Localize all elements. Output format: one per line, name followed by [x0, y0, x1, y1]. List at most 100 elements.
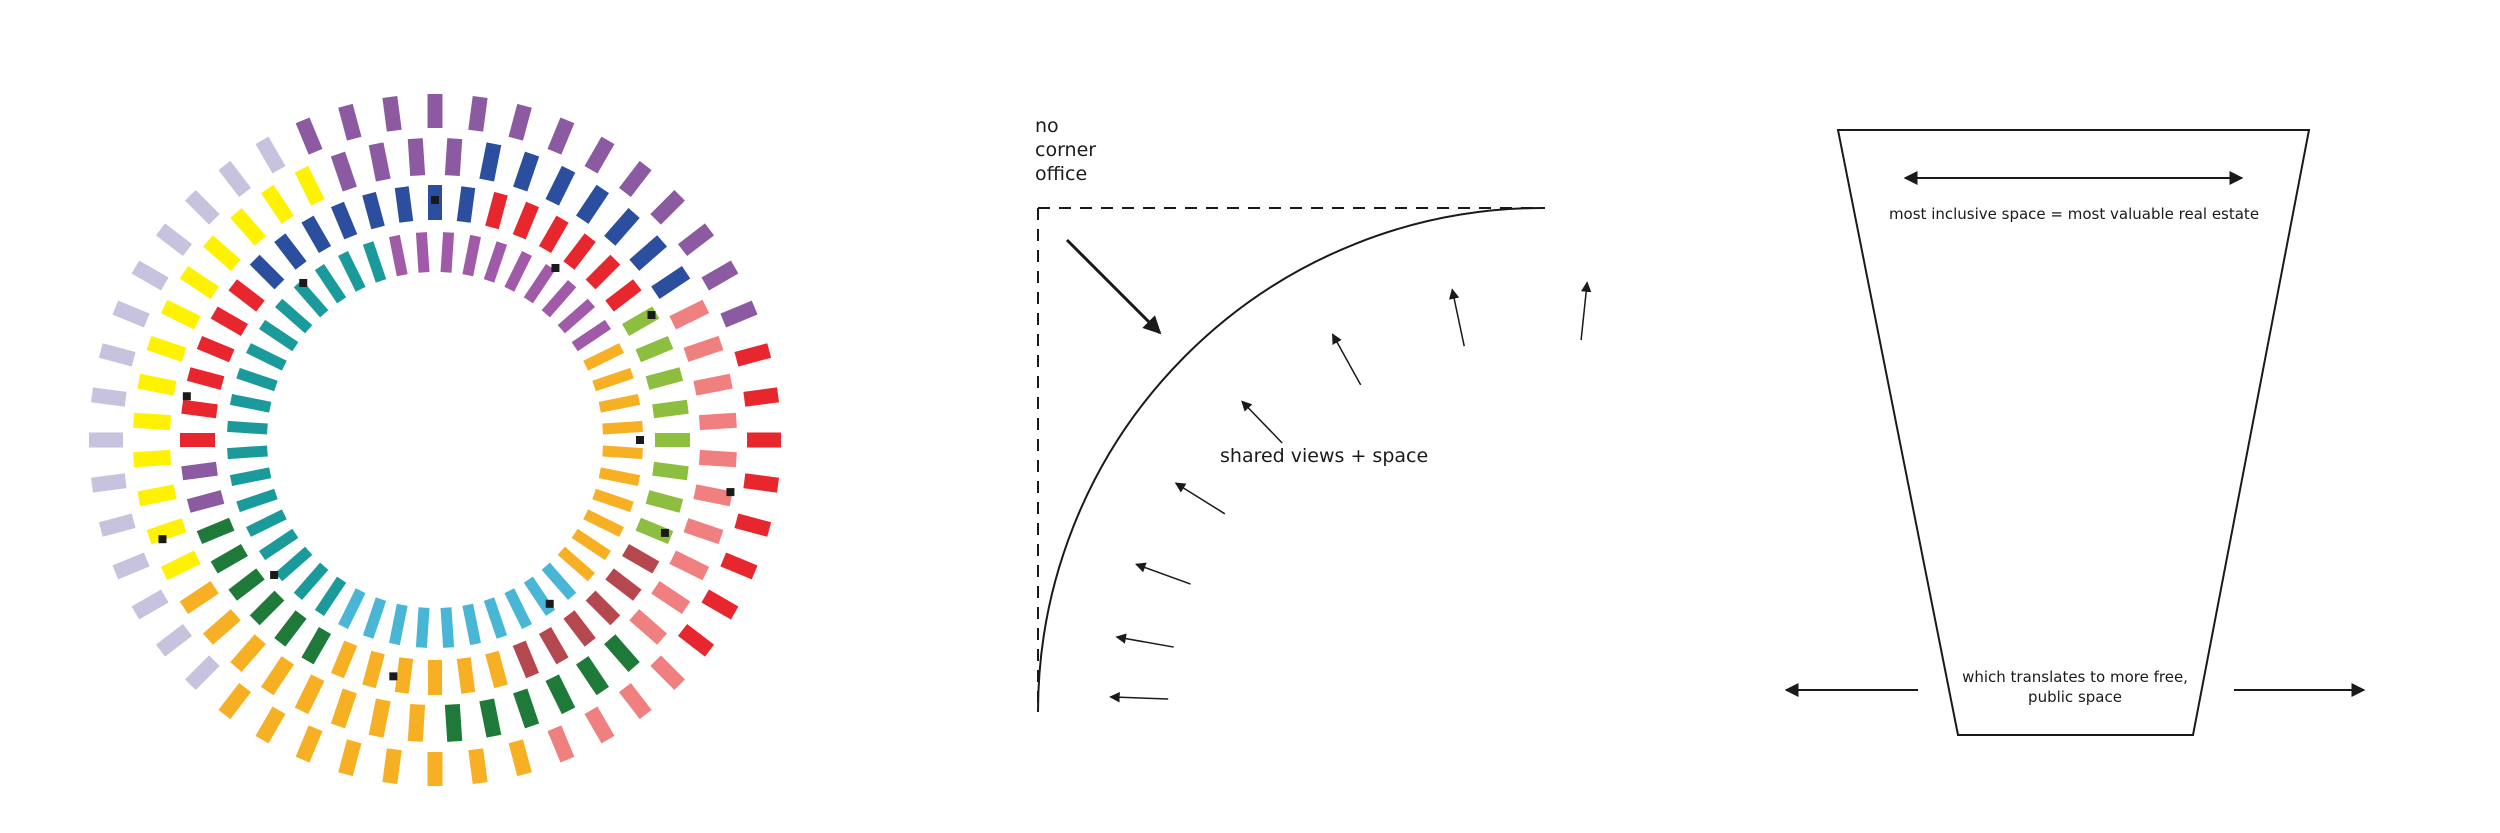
ring-tick-ring-3-41 — [230, 634, 266, 673]
ring-tick-inner-0 — [227, 420, 268, 435]
ring-tick-inner-34 — [462, 603, 481, 646]
ring-tick-outer-26 — [734, 513, 772, 537]
ring-tick-ring-3-14 — [513, 151, 540, 192]
view-arrow-7 — [1580, 281, 1592, 341]
ring-tick-ring-3-46 — [137, 484, 177, 507]
ring-tick-outer-43 — [155, 623, 193, 657]
ring-tick-inner-2 — [236, 367, 278, 392]
ring-tick-outer-18 — [650, 190, 685, 225]
ring-marker-dot-8 — [551, 263, 560, 272]
ring-marker-dot-5 — [182, 392, 191, 401]
ring-tick-inner-9 — [362, 241, 387, 283]
ring-tick-inner-39 — [338, 588, 366, 629]
ring-tick-ring-2-40 — [301, 627, 332, 665]
ring-tick-ring-3-40 — [260, 656, 295, 696]
ring-tick-outer-25 — [743, 473, 780, 493]
ring-tick-ring-2-1 — [181, 399, 218, 419]
ring-tick-outer-30 — [650, 655, 685, 690]
ring-tick-outer-4 — [131, 260, 169, 291]
ring-tick-outer-29 — [677, 623, 715, 657]
ring-tick-ring-2-28 — [622, 543, 660, 574]
ring-tick-inner-8 — [338, 251, 366, 292]
ring-tick-outer-27 — [720, 552, 758, 580]
ring-tick-ring-2-31 — [563, 610, 596, 647]
ring-tick-inner-13 — [462, 234, 481, 277]
ring-tick-inner-15 — [504, 251, 532, 292]
view-arrow-6 — [1449, 288, 1465, 347]
ring-tick-inner-1 — [229, 394, 272, 413]
ring-tick-outer-35 — [468, 748, 488, 785]
ring-tick-inner-28 — [571, 528, 612, 561]
ring-tick-ring-2-39 — [330, 640, 358, 679]
ring-tick-ring-2-35 — [456, 657, 476, 694]
corner-title-line-2: corner — [1035, 139, 1096, 161]
ring-tick-outer-44 — [131, 589, 169, 620]
ring-tick-inner-7 — [314, 263, 347, 304]
ring-tick-inner-43 — [258, 528, 299, 561]
ring-tick-ring-3-22 — [693, 373, 733, 396]
ring-tick-inner-44 — [246, 509, 287, 537]
ring-tick-ring-2-19 — [605, 279, 642, 312]
ring-tick-ring-2-30 — [585, 590, 621, 626]
ring-tick-ring-2-3 — [196, 335, 235, 363]
ring-tick-ring-3-27 — [669, 550, 710, 581]
ring-tick-ring-2-2 — [186, 367, 225, 390]
ring-tick-ring-2-43 — [228, 568, 265, 601]
bottom-caption-line-1: which translates to more free, — [1962, 668, 2188, 686]
ring-tick-ring-3-26 — [683, 518, 724, 545]
ring-tick-inner-45 — [236, 488, 278, 513]
ring-tick-ring-3-39 — [294, 674, 325, 715]
ring-tick-inner-22 — [598, 394, 641, 413]
ring-marker-dot-3 — [389, 672, 398, 681]
ring-tick-ring-2-47 — [181, 461, 218, 481]
ring-tick-outer-47 — [90, 473, 127, 493]
ring-tick-ring-3-12 — [444, 138, 463, 177]
ring-tick-outer-15 — [547, 117, 575, 155]
ring-marker-dot-9 — [647, 311, 656, 319]
ring-tick-outer-12 — [427, 94, 443, 128]
ring-marker-dot-2 — [545, 599, 554, 608]
ring-tick-outer-37 — [382, 748, 402, 785]
ring-tick-inner-24 — [602, 445, 643, 460]
ring-tick-ring-3-42 — [202, 609, 241, 645]
ring-tick-inner-40 — [314, 576, 347, 617]
ring-tick-inner-6 — [293, 279, 329, 318]
corner-title-line-1: no — [1035, 115, 1059, 137]
ring-tick-ring-3-20 — [669, 299, 710, 330]
ring-tick-ring-3-33 — [513, 688, 540, 729]
ring-tick-ring-3-6 — [230, 207, 266, 246]
ring-tick-ring-2-20 — [622, 306, 660, 337]
ring-tick-inner-19 — [571, 319, 612, 352]
ring-tick-ring-2-6 — [249, 254, 285, 290]
ring-tick-inner-33 — [483, 597, 508, 639]
ring-tick-outer-14 — [508, 103, 532, 141]
ring-tick-outer-11 — [382, 95, 402, 132]
ring-tick-outer-16 — [584, 136, 615, 174]
ring-tick-outer-40 — [255, 706, 286, 744]
ring-tick-outer-41 — [218, 682, 252, 720]
ring-tick-outer-34 — [508, 739, 532, 777]
ring-tick-ring-2-26 — [645, 490, 684, 513]
ring-tick-ring-2-24 — [655, 433, 690, 447]
ring-tick-inner-37 — [389, 603, 408, 646]
ring-tick-ring-3-35 — [444, 703, 463, 742]
ring-tick-ring-2-0 — [180, 433, 215, 447]
ring-marker-dot-1 — [660, 528, 669, 537]
ring-tick-ring-3-7 — [260, 184, 295, 224]
ring-tick-ring-2-36 — [428, 660, 442, 695]
view-arrow-4 — [1241, 400, 1283, 444]
ring-tick-outer-21 — [720, 300, 758, 328]
ring-tick-ring-3-1 — [137, 373, 177, 396]
ring-tick-inner-41 — [293, 562, 329, 601]
ring-tick-outer-24 — [747, 432, 781, 448]
ring-tick-outer-36 — [427, 752, 443, 786]
ring-tick-outer-20 — [701, 260, 739, 291]
ring-tick-ring-3-30 — [604, 634, 640, 673]
view-arrow-5 — [1331, 333, 1362, 386]
ring-tick-outer-0 — [89, 432, 123, 448]
view-arrow-3 — [1174, 482, 1226, 515]
ring-tick-inner-14 — [483, 241, 508, 283]
ring-tick-inner-16 — [523, 263, 556, 304]
ring-tick-ring-2-8 — [301, 215, 332, 253]
